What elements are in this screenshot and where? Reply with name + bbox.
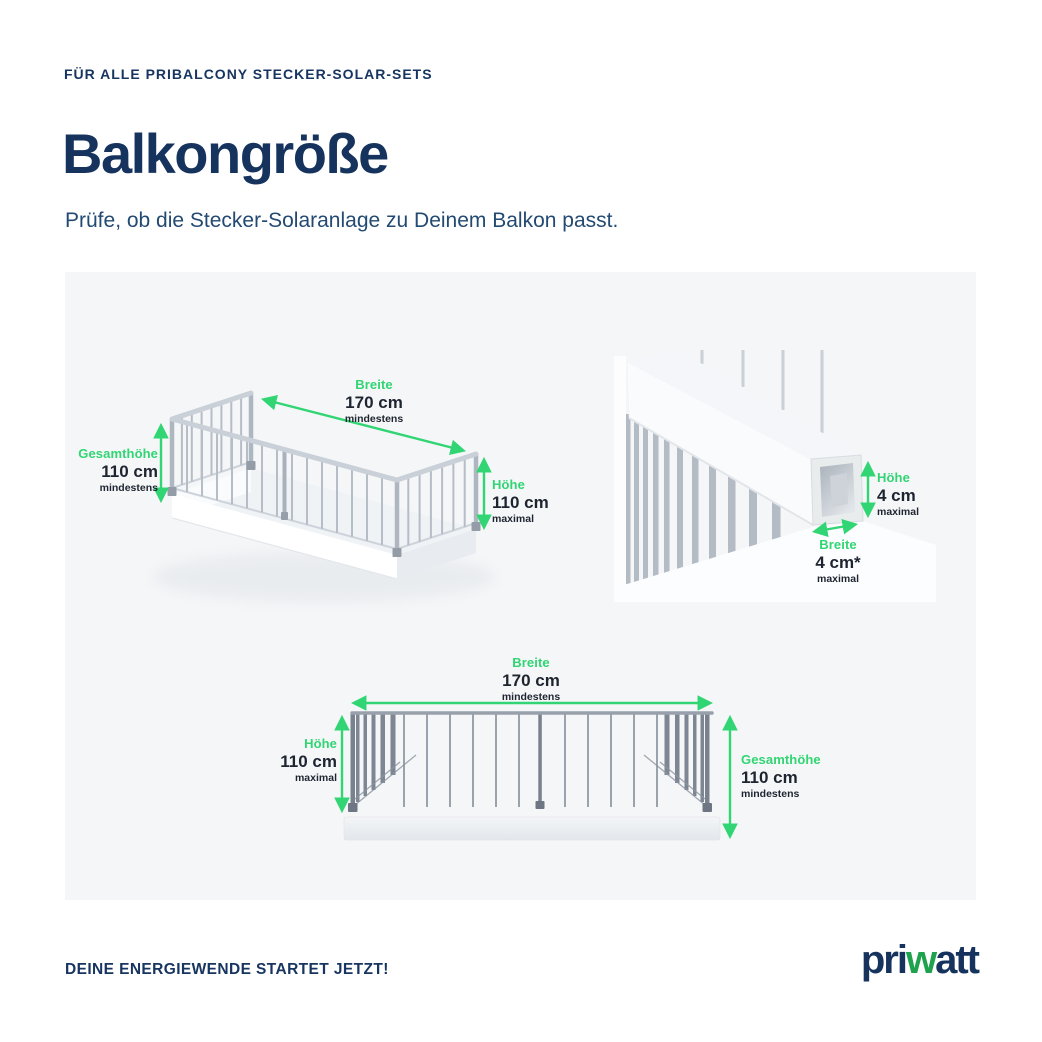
logo-suffix: att [935,938,980,982]
dimension-qualifier: mindestens [741,788,800,800]
dimension-qualifier: maximal [816,573,860,585]
dimension-value: 110 cm [741,768,798,787]
diagram-panel [65,272,976,900]
dimension-value: 4 cm* [815,553,861,572]
logo-highlight: w [905,938,937,982]
priwatt-logo: priwatt [860,938,980,982]
eyebrow-heading: FÜR ALLE PRIBALCONY STECKER-SOLAR-SETS [64,66,433,82]
logo-prefix: pri [860,938,908,982]
measure-hoehe-perspective: Höhe 110 cm maximal [492,477,549,525]
dimension-value: 170 cm [502,671,560,690]
measure-gesamthoehe-perspective: Gesamthöhe 110 cm mindestens [78,446,158,494]
dimension-label: Breite [819,537,857,552]
dimension-value: 110 cm [280,752,337,771]
dimension-qualifier: mindestens [99,482,158,494]
dimension-value: 110 cm [101,462,158,481]
footer-tagline: DEINE ENERGIEWENDE STARTET JETZT! [65,961,389,978]
measure-breite-front: Breite 170 cm mindestens [502,655,560,703]
dimension-label: Breite [512,655,550,670]
dimension-label: Breite [355,377,393,392]
dimension-value: 170 cm [345,393,403,412]
dimension-label: Gesamthöhe [78,446,158,461]
dimension-label: Höhe [877,470,910,485]
dimension-label: Höhe [304,736,337,751]
measure-hoehe-closeup: Höhe 4 cm maximal [877,470,919,518]
measure-hoehe-front: Höhe 110 cm maximal [280,736,337,784]
dimension-label: Gesamthöhe [741,752,821,767]
measure-gesamthoehe-front: Gesamthöhe 110 cm mindestens [741,752,821,800]
page-subtitle: Prüfe, ob die Stecker-Solaranlage zu Dei… [65,209,619,232]
dimension-qualifier: maximal [877,506,920,518]
page-title: Balkongröße [62,122,389,185]
dimension-qualifier: mindestens [344,413,404,425]
measure-breite-closeup: Breite 4 cm* maximal [815,537,860,585]
dimension-label: Höhe [492,477,525,492]
measure-breite-perspective: Breite 170 cm mindestens [345,377,403,425]
dimension-value: 110 cm [492,493,549,512]
dimension-qualifier: mindestens [501,691,561,703]
dimension-qualifier: maximal [294,772,337,784]
dimension-qualifier: maximal [492,513,535,525]
dimension-value: 4 cm [877,486,916,505]
